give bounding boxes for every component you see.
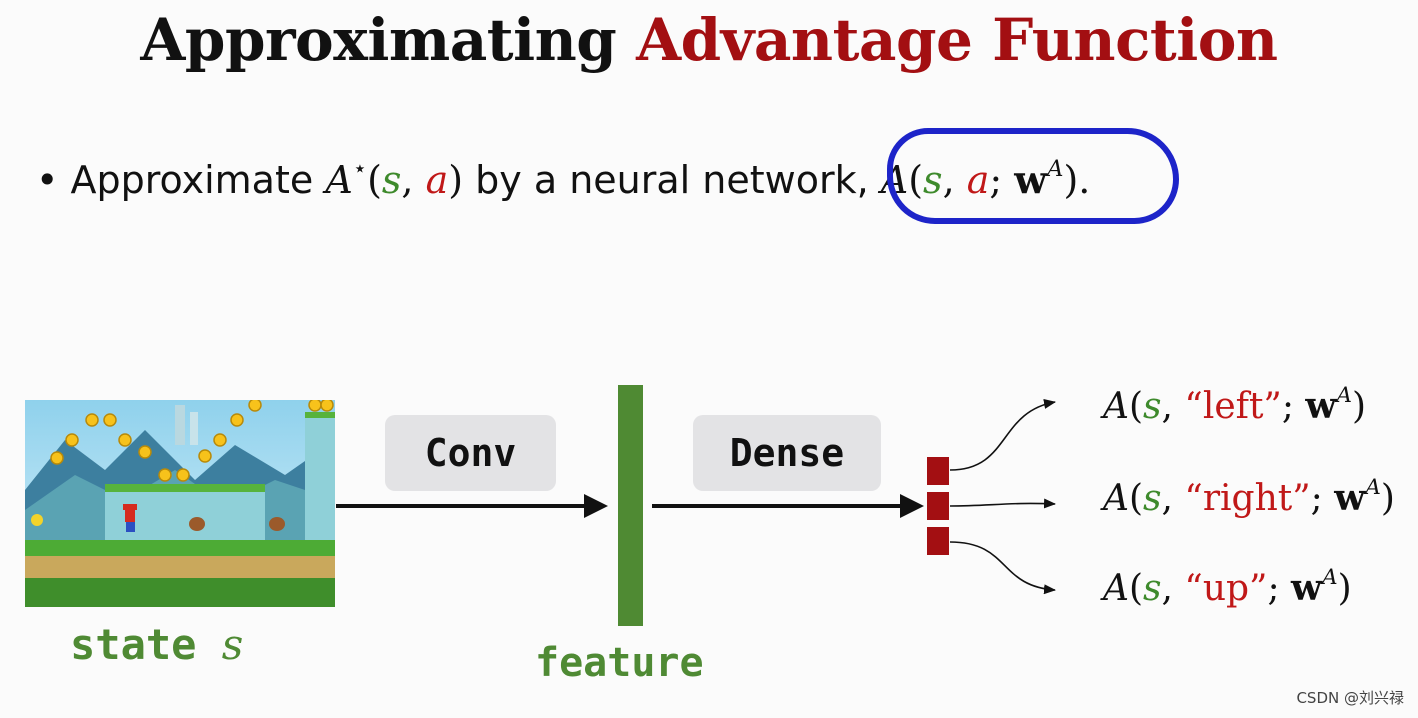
highlight-circle [887,128,1179,224]
bullet-text1: Approximate [70,158,326,202]
output-label-right: A(s, “right”; wA) [1103,476,1395,521]
math-paren: ) [1380,478,1395,519]
math-star: ⋆ [352,155,368,182]
watermark: CSDN @刘兴禄 [1296,689,1404,707]
math-paren: ) [1337,568,1352,609]
state-label: state s [70,620,243,669]
math-paren: ( [1129,478,1144,519]
title-part2: Advantage Function [636,6,1278,74]
math-paren: ) [448,158,464,202]
math-s: s [381,158,402,202]
math-semicolon: ; [1267,568,1292,609]
action-left: “left” [1184,386,1282,427]
math-s: s [1143,478,1162,519]
title-part1: Approximating [140,6,637,74]
math-comma: , [401,158,426,202]
math-semicolon: ; [1281,386,1306,427]
output-cell-up [927,527,949,555]
math-symbol-A: A [325,158,353,202]
math-paren: ) [1352,386,1367,427]
page-title: Approximating Advantage Function [0,0,1418,80]
math-superscript: A [1047,155,1064,182]
math-semicolon: ; [1310,478,1335,519]
math-s: s [1143,386,1162,427]
math-a: a [425,158,449,202]
math-paren: ( [1129,568,1144,609]
math-w: w [1305,385,1337,427]
game-state-image [25,400,335,607]
state-var: s [221,620,244,669]
output-label-left: A(s, “left”; wA) [1103,384,1366,429]
action-up: “up” [1184,568,1268,609]
arrow-output-up [949,541,1056,595]
math-paren: ( [1129,386,1144,427]
feature-label: feature [535,640,704,686]
math-w: w [1291,567,1323,609]
output-label-up: A(s, “up”; wA) [1103,566,1352,611]
math-comma: , [1161,478,1185,519]
arrow-dense [652,494,924,518]
math-superscript: A [1365,474,1381,500]
arrow-output-left [949,398,1056,471]
math-superscript: A [1322,564,1338,590]
math-superscript: A [1336,382,1353,408]
math-s: s [1143,568,1162,609]
action-right: “right” [1184,478,1311,519]
math-w: w [1334,477,1366,519]
output-cell-left [927,457,949,485]
bullet-marker: • [36,158,59,202]
math-paren: ( [367,158,382,202]
arrow-output-right [949,498,1056,509]
conv-box: Conv [385,415,556,491]
math-semicolon: ; [989,158,1015,202]
math-paren: ). [1063,158,1091,202]
math-a-star: A⋆(s, a) [325,158,463,202]
math-symbol-A: A [1103,478,1129,519]
math-a: a [966,158,990,202]
math-comma: , [1161,386,1185,427]
bullet-text2: by a neural network, [463,158,881,202]
math-comma: , [1161,568,1185,609]
math-w: w [1014,157,1047,202]
math-symbol-A: A [1103,568,1129,609]
feature-bar [618,385,643,626]
arrow-conv [336,494,608,518]
bullet-line: • Approximate A⋆(s, a) by a neural netwo… [36,150,1090,210]
math-symbol-A: A [1103,386,1129,427]
state-label-text: state [70,620,197,669]
dense-box: Dense [693,415,881,491]
output-cell-right [927,492,949,520]
